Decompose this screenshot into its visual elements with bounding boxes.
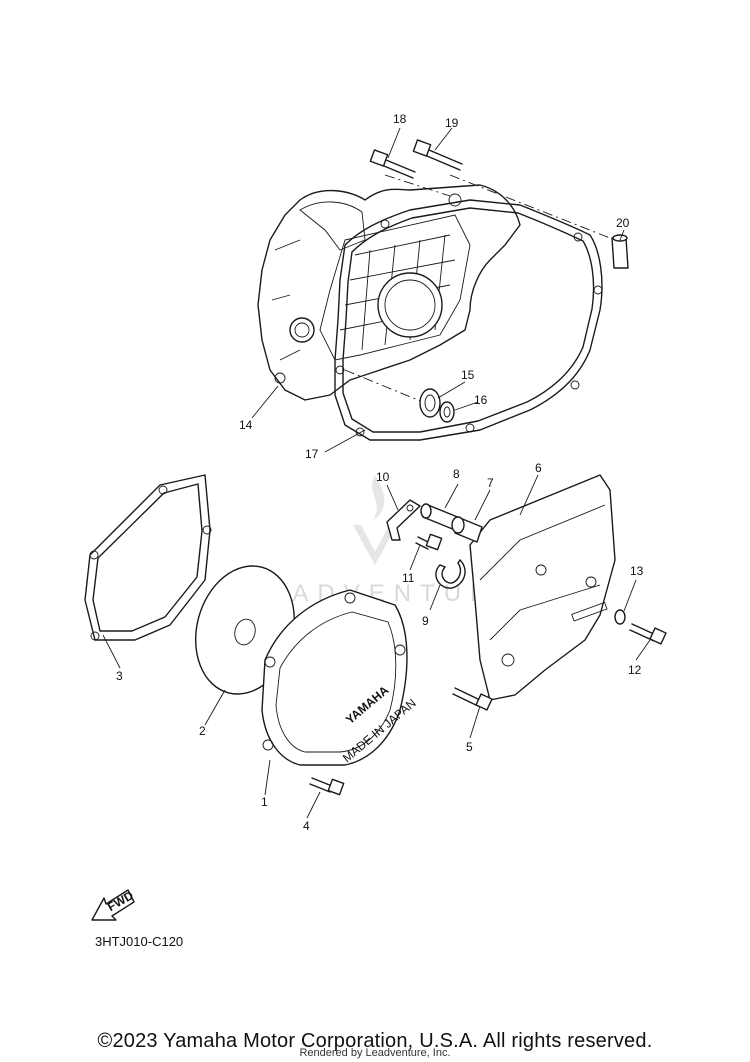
callout-6: 6 <box>535 461 542 475</box>
callout-9: 9 <box>422 614 429 628</box>
callout-19: 19 <box>445 116 459 130</box>
oil-seal-part-15[interactable] <box>419 388 441 418</box>
clip-part-9[interactable] <box>435 559 466 589</box>
rendered-by-text: Rendered by Leadventure, Inc. <box>299 1047 451 1059</box>
callout-8: 8 <box>453 467 460 481</box>
copyright-text: ©2023 Yamaha Motor Corporation, U.S.A. A… <box>97 1030 653 1052</box>
callout-18: 18 <box>393 112 407 126</box>
callout-2: 2 <box>199 724 206 738</box>
bolt-part-4[interactable] <box>309 777 345 796</box>
callout-1: 1 <box>261 795 268 809</box>
diagram-code: 3HTJ010-C120 <box>95 934 184 949</box>
pin-part-8[interactable] <box>420 503 461 531</box>
callout-4: 4 <box>303 819 310 833</box>
collar-part-7[interactable] <box>451 516 483 543</box>
callout-13: 13 <box>630 564 644 578</box>
callout-labels: 1 2 3 4 5 6 7 8 9 10 11 12 13 14 15 16 1… <box>116 112 644 833</box>
cover-part-6[interactable] <box>469 474 616 701</box>
callout-5: 5 <box>466 740 473 754</box>
alignment-line <box>344 174 611 406</box>
bolt-part-19[interactable] <box>412 139 463 171</box>
crankcase-gasket-part-17[interactable] <box>334 199 603 441</box>
washer-part-13[interactable] <box>614 609 626 625</box>
crankcase-part-14[interactable] <box>257 184 521 401</box>
callout-17: 17 <box>305 447 319 461</box>
bolt-part-18[interactable] <box>369 149 416 179</box>
callout-10: 10 <box>376 470 390 484</box>
watermark-logo-icon <box>353 475 397 565</box>
fwd-arrow-icon: FWD <box>91 888 136 921</box>
crankcase-cover-part-1[interactable]: YAMAHA MADE IN JAPAN <box>261 589 419 766</box>
bracket-part-10[interactable] <box>386 499 421 541</box>
dowel-pin-part-20[interactable] <box>611 234 629 269</box>
callout-3: 3 <box>116 669 123 683</box>
bolt-part-11[interactable] <box>415 533 443 551</box>
callout-7: 7 <box>487 476 494 490</box>
callout-12: 12 <box>628 663 642 677</box>
callout-16: 16 <box>474 393 488 407</box>
washer-part-16[interactable] <box>439 401 455 423</box>
bolt-part-12[interactable] <box>629 623 667 645</box>
callout-11: 11 <box>402 571 415 585</box>
bolt-part-5[interactable] <box>452 687 493 711</box>
cover-gasket-part-3[interactable] <box>84 474 212 641</box>
callout-14: 14 <box>239 418 253 432</box>
leader-lines <box>102 127 651 819</box>
callout-20: 20 <box>616 216 630 230</box>
callout-15: 15 <box>461 368 475 382</box>
